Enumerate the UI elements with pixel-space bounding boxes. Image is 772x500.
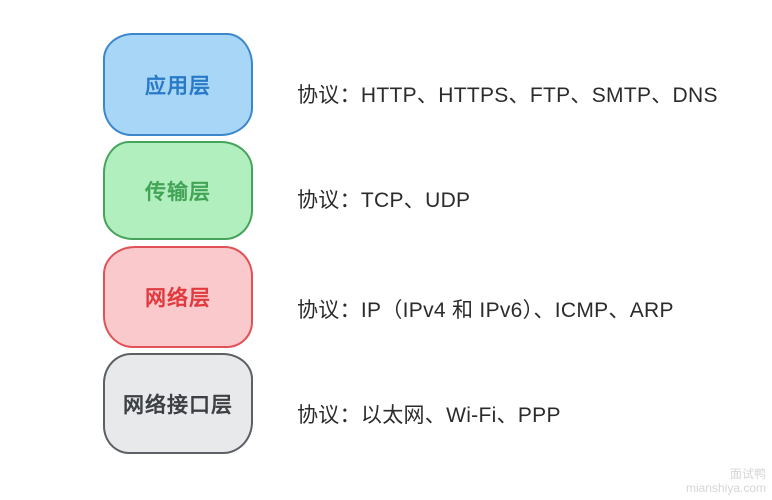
layer-label-network-interface: 网络接口层: [123, 393, 233, 417]
layer-label-transport: 传输层: [145, 180, 211, 204]
layer-box-network-interface: 网络接口层: [103, 353, 253, 454]
watermark-site: mianshiya.com: [685, 481, 766, 495]
layer-box-transport: 传输层: [103, 141, 253, 240]
protocol-text-network: 协议：IP（IPv4 和 IPv6）、ICMP、ARP: [297, 299, 674, 322]
layer-box-application: 应用层: [103, 33, 253, 136]
watermark-brand: 面试鸭: [729, 467, 766, 481]
protocol-text-transport: 协议：TCP、UDP: [297, 189, 471, 212]
protocol-text-network-interface: 协议：以太网、Wi-Fi、PPP: [297, 404, 561, 427]
watermark: 面试鸭 mianshiya.com: [686, 467, 766, 495]
layer-label-application: 应用层: [145, 74, 211, 98]
protocol-text-application: 协议：HTTP、HTTPS、FTP、SMTP、DNS: [297, 84, 718, 107]
layer-label-network: 网络层: [145, 287, 211, 310]
layer-box-network: 网络层: [103, 246, 253, 348]
